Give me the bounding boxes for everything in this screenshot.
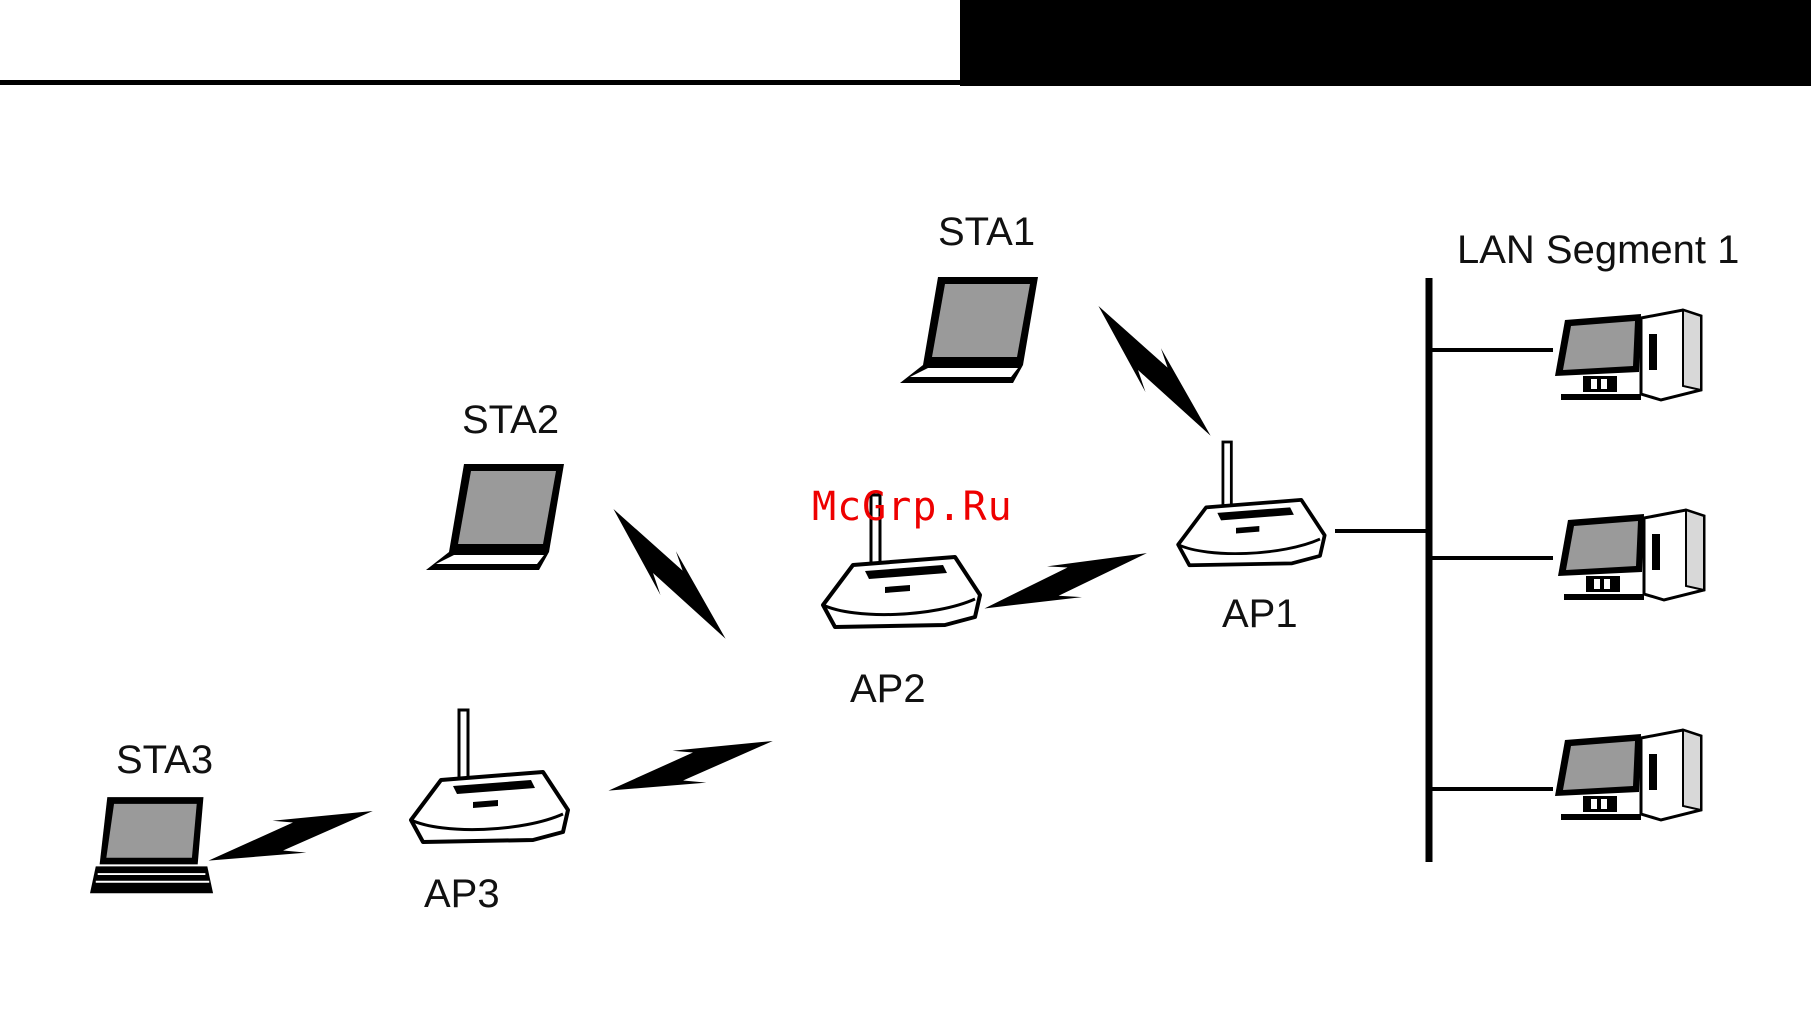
sta2-laptop bbox=[426, 464, 564, 570]
lan-computer-2 bbox=[1558, 510, 1704, 600]
wireless-link-ap3-ap2 bbox=[608, 692, 772, 839]
wireless-link-sta2-ap2 bbox=[584, 509, 754, 639]
lan-computer-1 bbox=[1555, 310, 1701, 400]
lan-computer-3 bbox=[1555, 730, 1701, 820]
ap3-label: AP3 bbox=[424, 872, 500, 917]
sta2-label: STA2 bbox=[462, 398, 559, 443]
ap3-router bbox=[411, 710, 568, 842]
sta1-laptop bbox=[900, 277, 1038, 383]
ap2-label: AP2 bbox=[850, 667, 926, 712]
wireless-link-sta3-ap3 bbox=[208, 762, 372, 909]
sta1-label: STA1 bbox=[938, 210, 1035, 255]
wireless-link-sta1-ap1 bbox=[1069, 306, 1239, 436]
ap1-router bbox=[1178, 442, 1325, 565]
sta3-laptop bbox=[90, 797, 213, 893]
ap1-label: AP1 bbox=[1222, 592, 1298, 637]
lan-segment-label: LAN Segment 1 bbox=[1457, 228, 1739, 273]
watermark-text: McGrp.Ru bbox=[812, 484, 1013, 530]
sta3-label: STA3 bbox=[116, 738, 213, 783]
